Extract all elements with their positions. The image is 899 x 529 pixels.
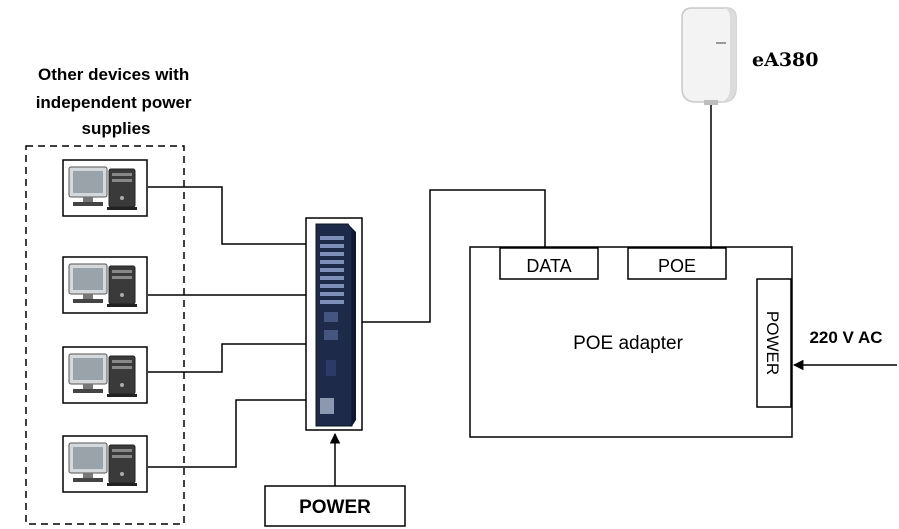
switch-power-supply-label: POWER bbox=[299, 497, 371, 518]
switch-to-data-link bbox=[362, 189, 546, 323]
desktop-computer-icon bbox=[62, 256, 148, 314]
network-switch-icon bbox=[315, 223, 356, 427]
pc3-switch-link bbox=[148, 343, 308, 373]
devices-group-label: Other devices with independent power sup… bbox=[36, 65, 197, 138]
desktop-computer-icon bbox=[62, 346, 148, 404]
desktop-computer-icon bbox=[62, 159, 148, 217]
ac-input-label: 220 V AC bbox=[809, 328, 882, 347]
ap-label: eA380 bbox=[752, 49, 819, 71]
poe-adapter-label: POE adapter bbox=[573, 333, 684, 354]
pc4-switch-link bbox=[148, 399, 308, 468]
poe-port-label: POE bbox=[658, 256, 696, 276]
data-port-label: DATA bbox=[526, 256, 571, 276]
pc1-switch-link bbox=[148, 186, 308, 245]
poe-port-box bbox=[627, 247, 727, 280]
power-port-label: POWER bbox=[763, 311, 782, 375]
devices-group-label-line-1: Other devices with bbox=[38, 65, 189, 84]
devices-group-label-line-2: independent power bbox=[36, 93, 192, 112]
access-point-icon bbox=[681, 7, 737, 105]
network-switch bbox=[305, 217, 363, 431]
devices-group-border bbox=[25, 145, 185, 525]
data-port-box bbox=[499, 247, 599, 280]
desktop-computer-icon bbox=[62, 435, 148, 493]
power-port-box bbox=[756, 278, 792, 408]
devices-group-label-line-3: supplies bbox=[82, 119, 151, 138]
